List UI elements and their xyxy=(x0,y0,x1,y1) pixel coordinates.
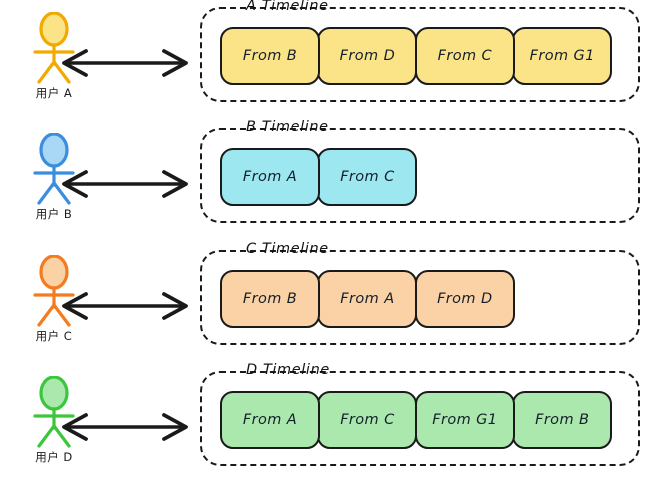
timeline-title: A Timeline xyxy=(246,0,329,14)
actor-label: 用户 B xyxy=(35,207,73,221)
timeline-title: C Timeline xyxy=(246,241,329,257)
timeline-card[interactable]: From D xyxy=(317,27,418,85)
stick-figure-icon xyxy=(26,133,82,205)
timeline-card[interactable]: From B xyxy=(512,391,613,449)
stick-figure-icon xyxy=(26,12,82,84)
actor-2: 用户 B xyxy=(14,133,94,233)
timeline-card[interactable]: From C xyxy=(414,27,515,85)
actor-4: 用户 D xyxy=(14,376,94,476)
timeline-title: B Timeline xyxy=(246,119,329,135)
double-headed-arrow-icon xyxy=(54,46,196,80)
actor-label: 用户 D xyxy=(35,450,73,464)
timeline-card[interactable]: From G1 xyxy=(414,391,515,449)
double-headed-arrow-icon xyxy=(54,410,196,444)
timeline-title: D Timeline xyxy=(246,362,330,378)
actor-label: 用户 A xyxy=(35,86,73,100)
actor-1: 用户 A xyxy=(14,12,94,112)
timeline-card[interactable]: From G1 xyxy=(512,27,613,85)
timeline-card[interactable]: From B xyxy=(220,27,320,85)
stick-figure-icon xyxy=(26,255,82,327)
timeline-card[interactable]: From C xyxy=(317,391,418,449)
timeline-card[interactable]: From A xyxy=(317,270,418,328)
timeline-card[interactable]: From B xyxy=(220,270,320,328)
timeline-card[interactable]: From A xyxy=(220,148,320,206)
timeline-card[interactable]: From C xyxy=(317,148,418,206)
stick-figure-icon xyxy=(26,376,82,448)
timeline-card[interactable]: From D xyxy=(414,270,515,328)
actor-label: 用户 C xyxy=(35,329,73,343)
actor-3: 用户 C xyxy=(14,255,94,355)
timeline-card[interactable]: From A xyxy=(220,391,320,449)
double-headed-arrow-icon xyxy=(54,167,196,201)
double-headed-arrow-icon xyxy=(54,289,196,323)
